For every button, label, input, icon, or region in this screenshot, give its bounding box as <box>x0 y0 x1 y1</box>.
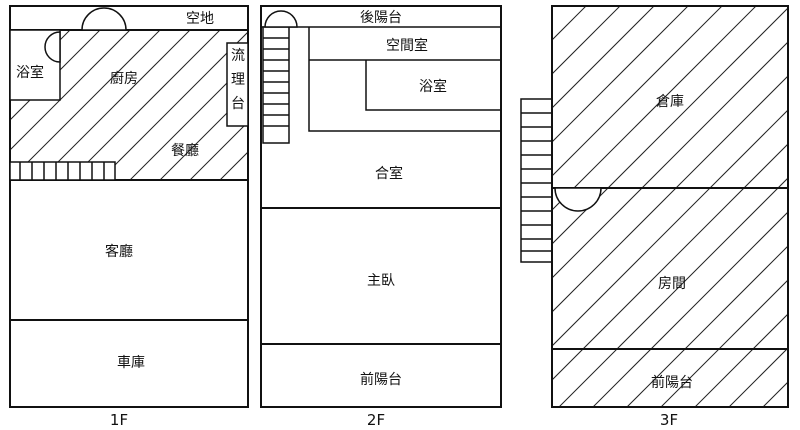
3f-label-storage: 倉庫 <box>656 93 684 110</box>
2f-inner-block-wall <box>308 27 501 132</box>
3f-stairs <box>520 98 553 263</box>
1f-floor-label: 1F <box>110 411 128 429</box>
hatch-line <box>129 30 248 180</box>
hatch-line <box>552 143 788 381</box>
2f-label-master-bedroom: 主臥 <box>367 273 395 289</box>
hatch-line <box>552 109 788 347</box>
1f-sink-counter <box>226 42 249 127</box>
1f-label-sink-2: 理 <box>231 72 245 88</box>
hatch-line <box>219 30 248 180</box>
hatch-line <box>558 177 788 407</box>
2f-label-front-balcony: 前陽台 <box>360 371 402 388</box>
1f-label-sink-3: 台 <box>231 96 245 112</box>
2f-outer-wall <box>260 5 502 408</box>
3f-floor-label: 3F <box>660 411 678 429</box>
2f-door-arc-icon <box>264 10 298 28</box>
hatch-line <box>552 6 655 109</box>
2f-label-combined-room: 合室 <box>375 165 403 182</box>
hatch-line <box>310 30 460 180</box>
hatch-line <box>552 6 689 143</box>
2f-floor-label: 2F <box>367 411 385 429</box>
hatch-line <box>552 6 723 177</box>
3f-label-bedroom: 房間 <box>658 276 686 292</box>
hatch-line <box>39 30 191 180</box>
hatch-line <box>552 6 553 7</box>
2f-label-bathroom: 浴室 <box>419 78 447 95</box>
1f-label-sink-1: 流 <box>231 48 245 64</box>
hatch-line <box>762 381 788 407</box>
hatch-line <box>552 6 621 75</box>
1f-stairs <box>9 161 116 181</box>
hatch-line <box>10 30 11 180</box>
2f-stairs <box>262 26 290 144</box>
1f-label-open-space: 空地 <box>186 11 214 27</box>
hatch-line <box>10 30 161 180</box>
1f-label-bathroom: 浴室 <box>16 64 44 81</box>
hatch-line <box>69 30 221 180</box>
hatch-line <box>99 30 248 180</box>
1f-label-dining: 餐廳 <box>171 142 199 159</box>
2f-bathroom-wall <box>365 60 501 111</box>
hatch-line <box>626 245 788 407</box>
2f-label-rear-balcony: 後陽台 <box>360 10 402 26</box>
1f-door-arc-icon <box>81 7 127 31</box>
floor-1f: 空地 浴室 廚房 流 理 台 餐廳 客廳 車庫 1F <box>9 5 460 429</box>
3f-label-front-balcony: 前陽台 <box>651 374 693 391</box>
1f-outer-wall <box>9 5 249 408</box>
hatch-line <box>10 30 101 180</box>
3f-door-arc-icon <box>554 187 602 212</box>
hatch-3f <box>552 6 788 407</box>
2f-label-spare-room: 空間室 <box>386 37 428 54</box>
3f-outer-wall <box>551 5 789 408</box>
hatch-line <box>552 41 788 279</box>
1f-label-kitchen: 廚房 <box>110 70 138 87</box>
hatch-line <box>592 211 788 407</box>
floor-3f: 倉庫 房間 前陽台 3F <box>520 5 789 429</box>
1f-bath-door-arc-icon <box>44 31 61 63</box>
1f-label-garage: 車庫 <box>117 354 145 371</box>
hatch-line <box>694 313 788 407</box>
hatch-line <box>10 30 131 180</box>
floor-2f: 後陽台 空間室 浴室 合室 主臥 前陽台 2F <box>260 5 502 429</box>
hatch-line <box>552 6 757 211</box>
hatch-line <box>660 279 788 407</box>
hatch-line <box>552 75 788 313</box>
1f-label-living: 客廳 <box>105 243 133 260</box>
hatch-line <box>189 30 248 180</box>
